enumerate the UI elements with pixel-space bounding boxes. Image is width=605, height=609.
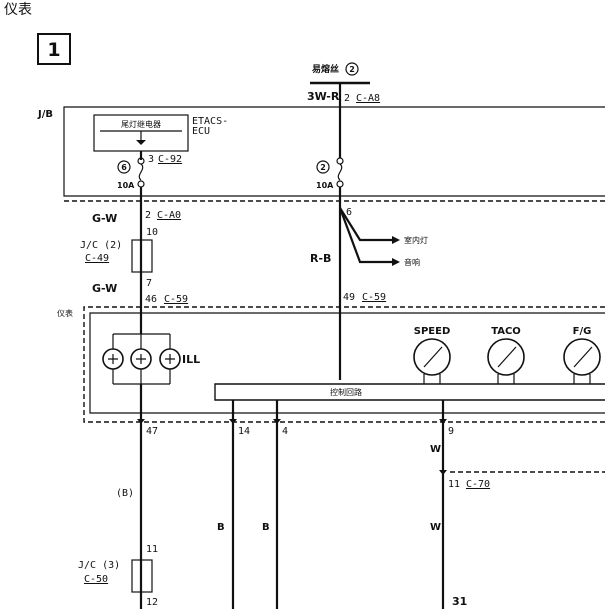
connector-c-59-left: C-59 <box>164 294 188 305</box>
fuse-right-terminal-bottom <box>336 180 344 188</box>
connector-c-59-right: C-59 <box>362 292 386 303</box>
branch-room-lamp <box>339 207 392 242</box>
terminal-11-icon <box>439 470 447 475</box>
wire-b-label-2: B <box>262 522 270 533</box>
fuse-left-terminal-bottom <box>137 180 145 188</box>
pin-49: 49 <box>343 292 355 303</box>
fuse-right-number: 2 <box>320 163 326 172</box>
fusible-link-label: 易熔丝 <box>312 63 339 75</box>
arrow-room-lamp-icon <box>392 236 400 244</box>
fuse-right-terminal-top <box>336 157 344 165</box>
gauge-taco-label: TACO <box>491 326 521 337</box>
section-title: 仪表 <box>4 2 32 18</box>
branch-audio <box>338 207 392 264</box>
connector-c-a8: C-A8 <box>356 93 380 104</box>
relay-arrow-icon <box>136 140 146 145</box>
fuse-right-element <box>337 163 343 181</box>
pin-46: 46 <box>145 294 157 305</box>
ill-lamp1-filament <box>108 354 118 364</box>
fuse-left-pin: 3 <box>148 154 154 165</box>
speed-gauge-icon <box>413 338 451 376</box>
taco-gauge-needle <box>497 346 517 368</box>
ill-lamp3-filament <box>165 354 175 364</box>
arrow-audio-icon <box>392 258 400 266</box>
wire-g-w-label-1: G-W <box>92 212 117 225</box>
pin-2-left: 2 <box>145 210 151 221</box>
jc2-pin-top: 10 <box>146 227 158 238</box>
connector-c-50: C-50 <box>84 574 108 585</box>
jc3-pin-bottom: 12 <box>146 597 158 608</box>
jb-label: J/B <box>37 109 53 120</box>
pin-31: 31 <box>452 595 467 608</box>
jb-box <box>63 106 605 197</box>
gauge-fg-label: F/G <box>573 326 592 337</box>
connector-c-70: C-70 <box>466 479 490 490</box>
control-circuit-box <box>214 383 605 401</box>
fg-gauge-icon <box>563 338 601 376</box>
jc3-label: J/C (3) <box>78 560 120 571</box>
fuse-left-number-circle <box>117 160 131 174</box>
room-lamp-label: 室内灯 <box>404 235 428 245</box>
connector-c-92: C-92 <box>158 154 182 165</box>
fuse-left-element <box>138 163 144 181</box>
wire-r-b-label: R-B <box>310 252 331 265</box>
fuse-right-number-circle <box>316 160 330 174</box>
wire-b-paren-label: (B) <box>116 488 134 499</box>
wire-b-label-1: B <box>217 522 225 533</box>
wire-w-label-2: W <box>430 522 441 533</box>
panel-number: 1 <box>47 39 60 61</box>
jc2-label: J/C (2) <box>80 240 122 251</box>
cluster-label: 仪表 <box>57 308 73 318</box>
pin-6: 6 <box>346 207 352 218</box>
pin-47: 47 <box>146 426 158 437</box>
fg-gauge-needle <box>573 346 593 368</box>
ecu-label-2: ECU <box>192 126 210 137</box>
fuse-left-number: 6 <box>121 163 127 172</box>
fusible-link-number: 2 <box>349 65 355 74</box>
panel-number-box <box>37 33 71 65</box>
pin-14: 14 <box>238 426 250 437</box>
wire-w-label-1: W <box>430 444 441 455</box>
fuse-left-amp: 10A <box>117 181 135 190</box>
tail-relay-label: 尾灯继电器 <box>121 119 161 129</box>
jc3-pin-top: 11 <box>146 544 158 555</box>
ill-lamp2-filament <box>136 354 146 364</box>
fuse-right-amp: 10A <box>316 181 334 190</box>
audio-label: 音响 <box>404 257 420 267</box>
ill-label: ILL <box>182 353 200 366</box>
pin-2-top: 2 <box>344 93 350 104</box>
pin-11-right: 11 <box>448 479 460 490</box>
pin-4: 4 <box>282 426 288 437</box>
control-circuit-label: 控制回路 <box>330 387 362 397</box>
pin-9: 9 <box>448 426 454 437</box>
wire-g-w-label-2: G-W <box>92 282 117 295</box>
gauge-speed-label: SPEED <box>414 326 451 337</box>
cluster-inner-box <box>89 312 605 414</box>
connector-c-a0: C-A0 <box>157 210 181 221</box>
taco-gauge-icon <box>487 338 525 376</box>
speed-gauge-needle <box>423 346 443 368</box>
ecu-label-1: ETACS- <box>192 116 228 127</box>
fusible-link-number-circle <box>345 62 359 76</box>
connector-c-49: C-49 <box>85 253 109 264</box>
cluster-outline-dashed <box>83 306 605 423</box>
jc2-pin-bottom: 7 <box>146 278 152 289</box>
wire-3w-r-label: 3W-R <box>307 90 340 103</box>
terminal-47-icon <box>137 419 145 424</box>
